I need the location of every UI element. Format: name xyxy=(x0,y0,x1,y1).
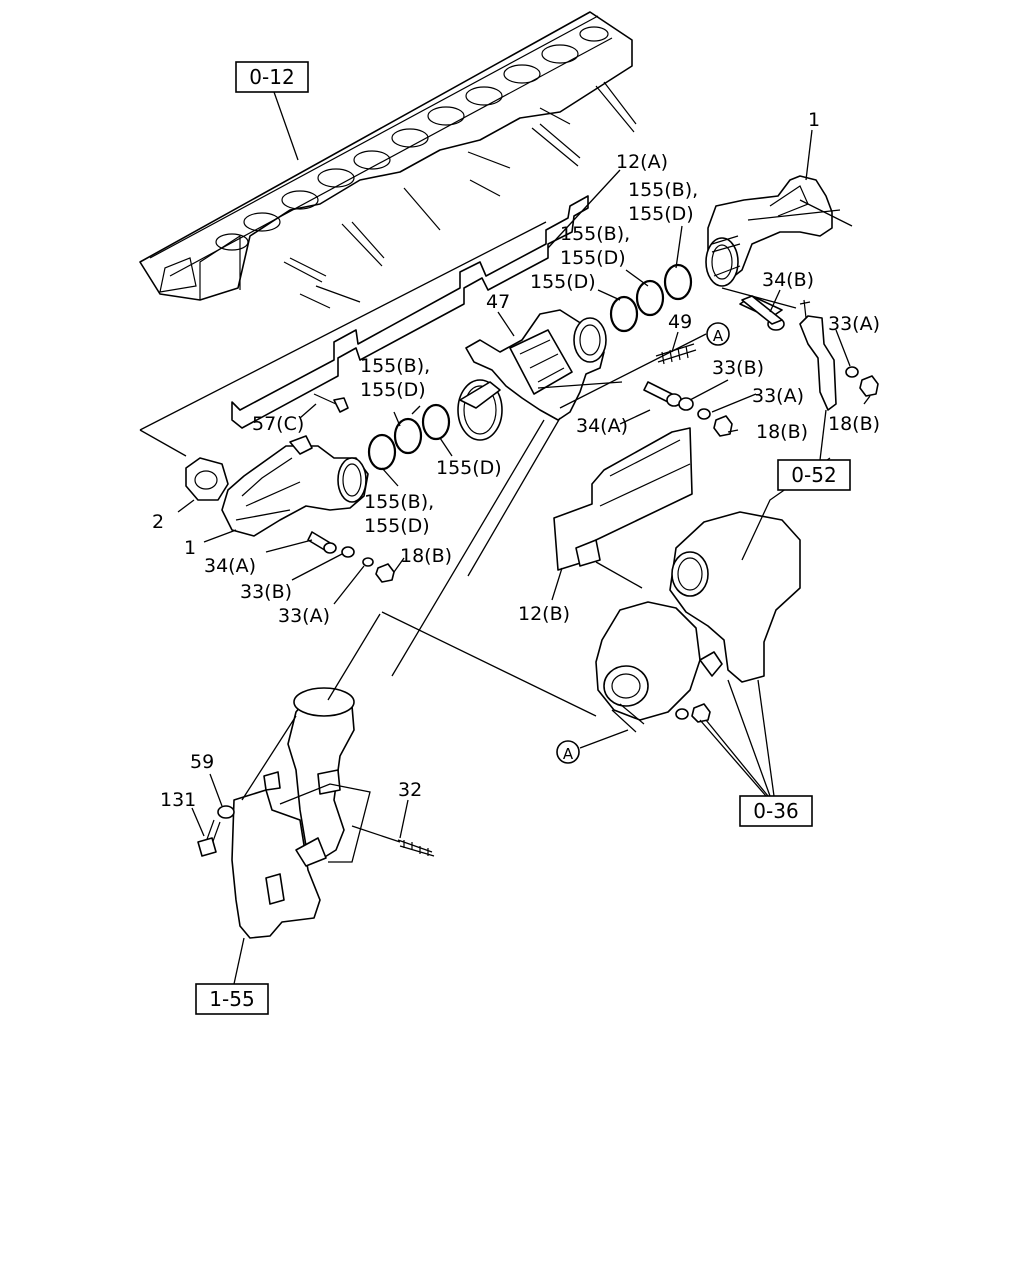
label-155bd-2a: 155(B), xyxy=(560,223,630,245)
seal-rings-left xyxy=(367,403,451,471)
bolt-131 xyxy=(197,819,221,857)
spacer-34b xyxy=(739,295,785,331)
label-57c: 57(C) xyxy=(252,413,304,435)
exhaust-joint-47 xyxy=(457,309,607,441)
heat-shield-12b xyxy=(553,427,693,571)
label-155bd-1a: 155(B), xyxy=(628,179,698,201)
washer-nut-right-top xyxy=(845,366,879,397)
label-34a-left: 34(A) xyxy=(204,555,256,577)
label-155bd-1b: 155(D) xyxy=(628,203,694,225)
ref-box-0-52[interactable]: 0-52 xyxy=(777,459,851,491)
spacer-34a-center xyxy=(643,381,733,437)
label-33b-right: 33(B) xyxy=(712,357,764,379)
label-49: 49 xyxy=(668,311,692,333)
bolt-57c xyxy=(313,393,349,413)
label-33b-left: 33(B) xyxy=(240,581,292,603)
label-131: 131 xyxy=(160,789,196,811)
exhaust-pipe-left xyxy=(221,435,369,537)
label-1-left: 1 xyxy=(184,537,196,559)
label-18b-left: 18(B) xyxy=(400,545,452,567)
label-33a-left: 33(A) xyxy=(278,605,330,627)
ref-box-0-36[interactable]: 0-36 xyxy=(739,795,813,827)
svg-text:A: A xyxy=(713,327,724,345)
label-155bd-6b: 155(D) xyxy=(364,515,430,537)
label-155d-5: 155(D) xyxy=(436,457,502,479)
svg-text:A: A xyxy=(563,745,574,763)
ref-box-1-55[interactable]: 1-55 xyxy=(195,983,269,1015)
label-34b: 34(B) xyxy=(762,269,814,291)
fasteners-left xyxy=(307,531,395,583)
washer-59 xyxy=(217,805,235,819)
ref-box-0-12[interactable]: 0-12 xyxy=(235,61,309,93)
label-155bd-4b: 155(D) xyxy=(360,379,426,401)
svg-text:1-55: 1-55 xyxy=(209,987,254,1011)
svg-text:0-12: 0-12 xyxy=(249,65,294,89)
label-12a: 12(A) xyxy=(616,151,668,173)
svg-text:0-36: 0-36 xyxy=(753,799,798,823)
label-47: 47 xyxy=(486,291,510,313)
gasket-2 xyxy=(185,457,229,501)
exhaust-pipe-right xyxy=(705,175,841,287)
label-155bd-2b: 155(D) xyxy=(560,247,626,269)
label-34a-right: 34(A) xyxy=(576,415,628,437)
label-155d-3: 155(D) xyxy=(530,271,596,293)
label-18b-right: 18(B) xyxy=(756,421,808,443)
callout-a-top: A xyxy=(706,322,730,346)
exhaust-elbow-lower xyxy=(231,687,355,939)
leader-lines xyxy=(139,91,871,985)
label-59: 59 xyxy=(190,751,214,773)
label-18b-right-2: 18(B) xyxy=(828,413,880,435)
seal-rings-center xyxy=(609,263,693,333)
label-33a-right: 33(A) xyxy=(828,313,880,335)
label-2: 2 xyxy=(152,511,164,533)
stud-49 xyxy=(655,343,697,365)
cylinder-head xyxy=(139,11,637,309)
label-1-top: 1 xyxy=(808,109,820,131)
part-labels: 1 12(A) 155(B), 155(D) 155(B), 155(D) 15… xyxy=(152,109,880,811)
gasket-12a xyxy=(231,195,589,429)
label-33a-right-2: 33(A) xyxy=(752,385,804,407)
bracket-0-52 xyxy=(799,299,837,411)
label-32: 32 xyxy=(398,779,422,801)
label-12b: 12(B) xyxy=(518,603,570,625)
stud-32 xyxy=(397,839,435,857)
callout-a-bottom: A xyxy=(556,740,580,764)
label-155bd-4a: 155(B), xyxy=(360,355,430,377)
svg-text:0-52: 0-52 xyxy=(791,463,836,487)
label-155bd-6a: 155(B), xyxy=(364,491,434,513)
turbocharger xyxy=(595,511,801,733)
